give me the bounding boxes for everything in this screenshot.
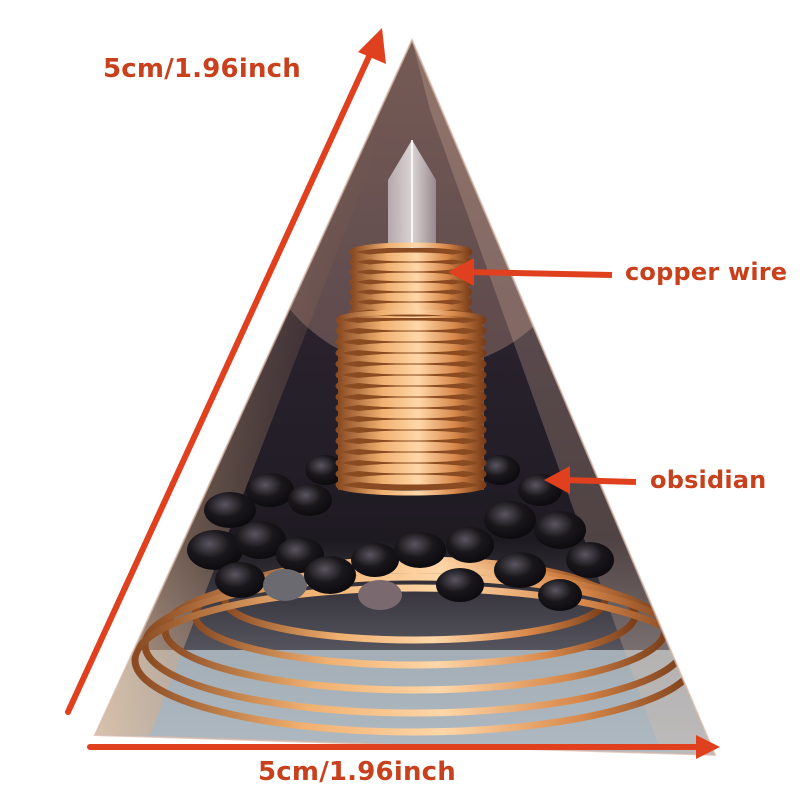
- pyramid: [93, 37, 717, 757]
- width-arrow: [87, 735, 720, 759]
- obsidian-label: obsidian: [650, 466, 767, 494]
- height-dimension-label: 5cm/1.96inch: [103, 54, 301, 84]
- width-dimension-label: 5cm/1.96inch: [258, 757, 456, 787]
- height-arrow: [65, 28, 386, 715]
- copper-wire-coil: [335, 242, 487, 496]
- copper-wire-label: copper wire: [625, 258, 788, 286]
- obsidian-chips: [187, 455, 614, 611]
- obsidian-pointer: [544, 466, 637, 494]
- copper-wire-pointer: [448, 258, 613, 286]
- quartz-crystal: [388, 140, 436, 260]
